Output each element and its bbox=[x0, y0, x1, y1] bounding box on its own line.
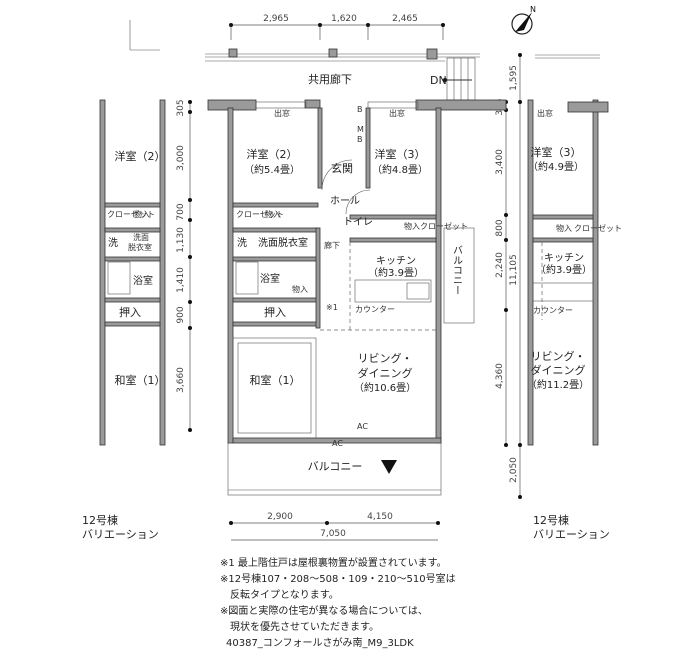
meter-b-label: B bbox=[357, 135, 363, 144]
storage-label: 物入 bbox=[265, 209, 281, 219]
oshiire-label: 押入 bbox=[119, 305, 141, 319]
notes: ※1 最上階住戸は屋根裏物置が設置されています。 ※12号棟107・208〜50… bbox=[220, 556, 456, 633]
storage-label: 物入 bbox=[556, 223, 572, 233]
kitchen-label: キッチン bbox=[544, 252, 584, 264]
down-arrow-icon bbox=[381, 460, 397, 474]
dim-right-2: 3,400 bbox=[495, 149, 505, 175]
dim-right-4: 2,240 bbox=[495, 252, 505, 278]
note-mark: ※1 bbox=[326, 303, 338, 312]
storage-label: 物入 bbox=[134, 209, 150, 219]
dim-left-7: 3,660 bbox=[176, 367, 186, 393]
room-western-2-label: 洋室（2） bbox=[247, 147, 298, 161]
compass-label: N bbox=[530, 5, 536, 14]
dim-right-outer-2: 11,105 bbox=[509, 254, 519, 286]
top-dimension: 2,965 1,620 2,465 bbox=[229, 14, 445, 40]
entrance-label: 玄関 bbox=[331, 161, 353, 175]
living-size: （約11.2畳） bbox=[527, 378, 589, 391]
side-balcony-label: バルコニー bbox=[451, 245, 463, 295]
room-western-3-size: （約4.8畳） bbox=[372, 163, 428, 176]
balcony-label: バルコニー bbox=[308, 460, 363, 473]
bay-window-label: 出窓 bbox=[274, 108, 290, 118]
washer-label: 洗 bbox=[108, 237, 118, 249]
note-line: ※1 最上階住戸は屋根裏物置が設置されています。 bbox=[220, 556, 447, 569]
main-plan-walls bbox=[207, 99, 507, 496]
dim-right-5: 4,360 bbox=[495, 363, 505, 389]
room-western-3-label: 洋室（3） bbox=[375, 147, 426, 161]
bathroom-label: 浴室 bbox=[260, 272, 280, 285]
meter-b-label: B bbox=[357, 105, 363, 114]
washroom-label: 脱衣室 bbox=[128, 242, 152, 252]
room-western-2-label: 洋室（2） bbox=[115, 149, 166, 163]
right-variation: 出窓 洋室（3） （約4.9畳） 物入 クローゼット キッチン （約3.9畳） … bbox=[527, 54, 622, 541]
dim-left-1: 305 bbox=[176, 99, 186, 116]
japanese-room-label: 和室（1） bbox=[115, 373, 166, 387]
room-western-3-label: 洋室（3） bbox=[531, 145, 582, 159]
living-size: （約10.6畳） bbox=[354, 381, 416, 394]
variation-caption: バリエーション bbox=[533, 528, 610, 541]
corridor-rail bbox=[205, 48, 480, 101]
note-line: ※12号棟107・208〜508・109・210〜510号室は bbox=[220, 572, 456, 585]
living-label: リビング・ bbox=[531, 349, 586, 363]
closet-label: クローゼット bbox=[107, 209, 155, 219]
kitchen-label: キッチン bbox=[376, 255, 416, 267]
storage-label: 物入 bbox=[292, 284, 308, 294]
hall-label: ホール bbox=[330, 195, 360, 207]
hallway-label: 廊下 bbox=[324, 240, 340, 250]
dim-bottom-total: 7,050 bbox=[320, 529, 346, 539]
dim-left-4: 1,130 bbox=[176, 227, 186, 253]
left-variation: 洋室（2） クローゼット 物入 洗 洗面 脱衣室 浴室 押入 和室（1） 12号… bbox=[82, 20, 166, 541]
bay-window-label: 出窓 bbox=[537, 108, 553, 118]
dim-left-2: 3,000 bbox=[176, 145, 186, 171]
dim-top-1: 2,965 bbox=[263, 14, 289, 24]
dim-right-6: 2,050 bbox=[509, 457, 519, 483]
stairs-down-label: DN bbox=[430, 74, 447, 87]
closet-label: クローゼット bbox=[574, 223, 622, 233]
ac-label: AC bbox=[332, 439, 343, 448]
closet-label: クローゼット bbox=[236, 209, 284, 219]
note-line: 現状を優先させていただきます。 bbox=[220, 620, 379, 633]
toilet-label: トイレ bbox=[343, 217, 373, 228]
bottom-dimension: 2,900 4,150 7,050 bbox=[229, 512, 440, 541]
note-line: 反転タイプとなります。 bbox=[220, 589, 339, 601]
dining-label: ダイニング bbox=[531, 363, 586, 377]
closet-label: クローゼット bbox=[420, 221, 468, 231]
dim-bottom-2: 4,150 bbox=[367, 512, 393, 522]
counter-label: カウンター bbox=[533, 306, 573, 315]
washroom-label: 洗面脱衣室 bbox=[258, 236, 308, 249]
dim-bottom-1: 2,900 bbox=[267, 512, 293, 522]
washroom-label: 洗面 bbox=[133, 232, 149, 242]
dim-right-3: 800 bbox=[495, 219, 505, 236]
ac-label: AC bbox=[357, 422, 368, 431]
variation-caption: バリエーション bbox=[82, 528, 159, 541]
dim-top-2: 1,620 bbox=[331, 14, 357, 24]
living-label: リビング・ bbox=[358, 351, 413, 365]
storage-label: 物入 bbox=[404, 221, 420, 231]
bay-window-label: 出窓 bbox=[389, 108, 405, 118]
room-western-2-size: （約5.4畳） bbox=[244, 163, 300, 176]
bathroom-label: 浴室 bbox=[133, 274, 153, 287]
dim-left-6: 900 bbox=[176, 306, 186, 323]
dim-top-3: 2,465 bbox=[392, 14, 418, 24]
main-plan-labels: 出窓 出窓 洋室（2） （約5.4畳） 玄関 洋室（3） （約4.8畳） B M… bbox=[236, 105, 468, 474]
corridor-label: 共用廊下 bbox=[308, 72, 352, 86]
japanese-room-label: 和室（1） bbox=[250, 373, 301, 387]
plan-title: 40387_コンフォールさがみ南_M9_3LDK bbox=[226, 636, 414, 649]
meter-m-label: M bbox=[357, 125, 364, 134]
variation-caption: 12号棟 bbox=[533, 513, 569, 527]
washer-label: 洗 bbox=[237, 237, 247, 249]
oshiire-label: 押入 bbox=[264, 305, 286, 319]
kitchen-size: （約3.9畳） bbox=[368, 266, 424, 279]
dim-left-5: 1,410 bbox=[176, 267, 186, 293]
counter-label: カウンター bbox=[355, 305, 395, 314]
compass-icon: N bbox=[511, 5, 536, 35]
left-dimensions: 305 3,000 700 1,130 1,410 900 3,660 bbox=[176, 99, 192, 432]
dining-label: ダイニング bbox=[358, 366, 413, 380]
dim-right-outer-1: 1,595 bbox=[509, 65, 519, 91]
kitchen-size: （約3.9畳） bbox=[536, 263, 592, 276]
dim-left-3: 700 bbox=[176, 203, 186, 220]
room-western-3-size: （約4.9畳） bbox=[528, 160, 584, 173]
right-dimensions: 1,595 11,105 305 3,400 800 2,240 4,360 2… bbox=[495, 53, 522, 499]
variation-caption: 12号棟 bbox=[82, 513, 118, 527]
note-line: ※図面と実際の住宅が異なる場合については、 bbox=[220, 604, 428, 617]
